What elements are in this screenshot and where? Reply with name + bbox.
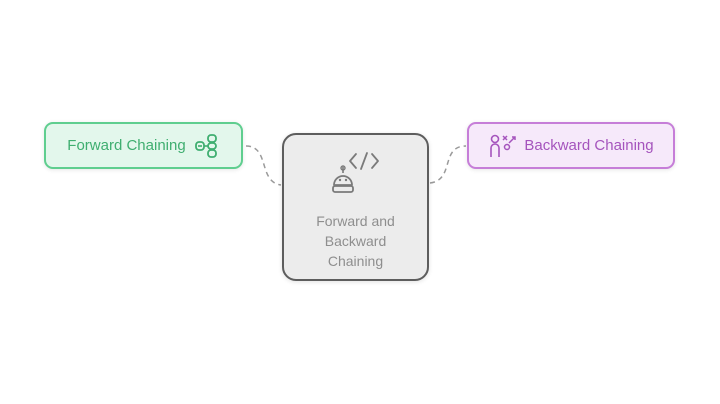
central-topic-label: Forward and Backward Chaining	[316, 213, 395, 269]
forward-chaining-node[interactable]: Forward Chaining	[44, 122, 243, 169]
central-topic-node[interactable]: Forward and Backward Chaining	[282, 133, 429, 281]
connector-left	[245, 145, 282, 186]
decision-person-icon	[488, 133, 518, 159]
backward-chaining-label: Backward Chaining	[524, 137, 654, 154]
robot-icon	[330, 165, 356, 195]
code-icon	[348, 151, 380, 171]
forward-chaining-label: Forward Chaining	[67, 137, 186, 154]
backward-chaining-node[interactable]: Backward Chaining	[467, 122, 675, 169]
connector-right	[429, 145, 467, 184]
link-chain-icon	[194, 133, 220, 159]
center-icons	[326, 147, 386, 207]
